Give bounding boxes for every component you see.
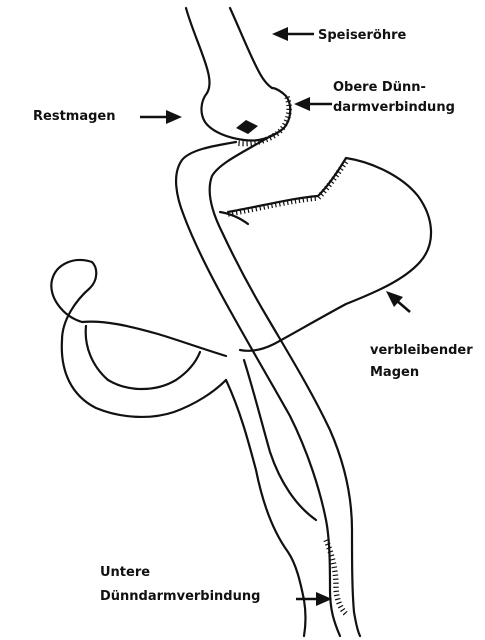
pouch-marker-icon <box>236 120 258 134</box>
upper-anastomosis-staple-line <box>236 97 289 144</box>
label-speiseroehre-text: Speiseröhre <box>318 28 406 43</box>
label-speiseroehre: Speiseröhre <box>318 26 406 46</box>
esophagus-left-wall <box>186 8 209 93</box>
arrow-untere-verbindung <box>296 592 332 606</box>
esophagus-right-wall <box>230 8 272 88</box>
label-untere-line2: Dünndarmverbindung <box>100 585 260 609</box>
label-obere-line1: Obere Dünn- <box>333 78 455 98</box>
remaining-stomach-staple-line <box>228 160 347 214</box>
label-obere-duenndarmverbindung: Obere Dünn- darmverbindung <box>333 78 455 118</box>
label-verbleibender-line1: verbleibender <box>370 340 473 362</box>
arrow-restmagen <box>140 110 182 124</box>
label-verbleibender-line2: Magen <box>370 362 473 384</box>
label-untere-line1: Untere <box>100 561 260 585</box>
label-obere-line2: darmverbindung <box>333 98 455 118</box>
duodenum-inner-curve <box>86 326 200 389</box>
duodenum-loop-outline <box>51 260 226 417</box>
label-restmagen: Restmagen <box>33 107 115 127</box>
arrow-verbleibender-magen <box>386 291 410 312</box>
remaining-stomach-outline <box>228 158 431 351</box>
label-restmagen-text: Restmagen <box>33 109 115 124</box>
label-untere-duenndarmverbindung: Untere Dünndarmverbindung <box>100 561 260 609</box>
arrow-obere-verbindung <box>294 97 332 111</box>
limb-crossing-overlap <box>220 212 248 224</box>
arrow-speiseroehre <box>272 27 314 41</box>
label-verbleibender-magen: verbleibender Magen <box>370 340 473 384</box>
